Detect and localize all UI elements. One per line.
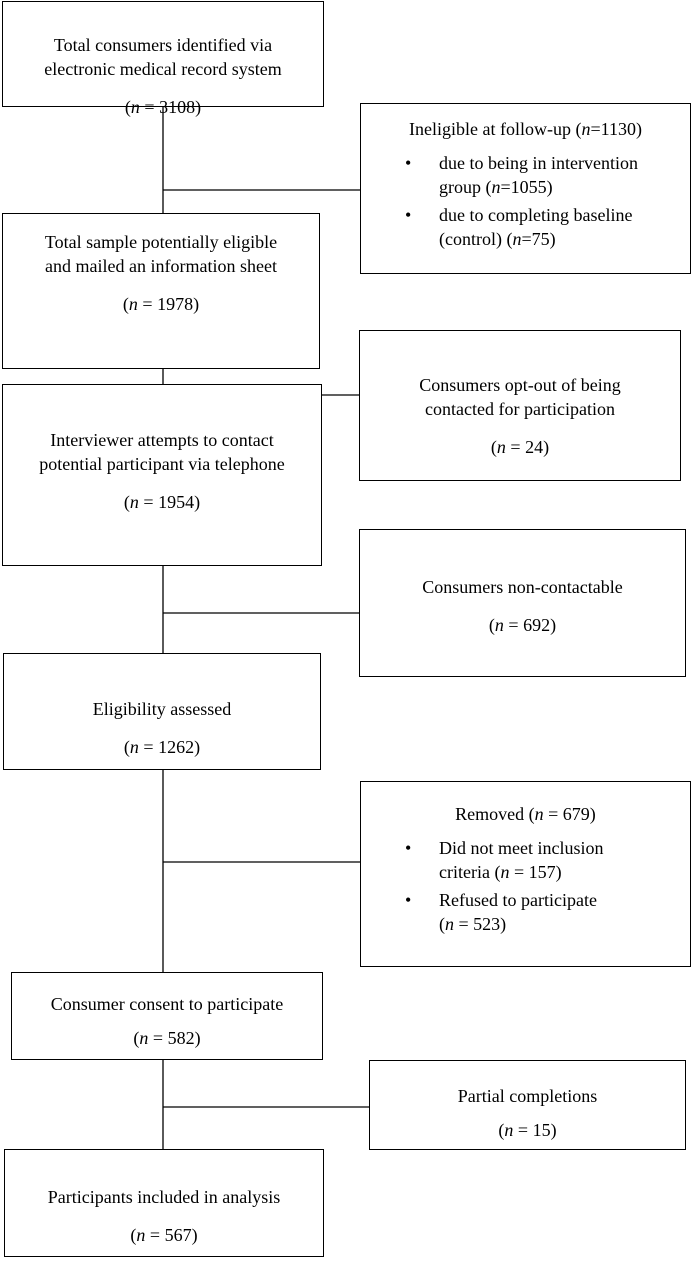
box-text: Consumer consent to participate [50,994,284,1014]
bullet-icon: • [405,890,412,910]
box-text: Interviewer attempts to contact [50,430,274,450]
box-total-consumers-identified: Total consumers identified via electroni… [2,1,324,117]
bullet-text: Refused to participate [439,890,597,910]
bullet-list: • due to being in intervention group (n=… [361,151,690,251]
box-count: (n = 1954) [123,492,201,512]
bullet-text: Did not meet inclusion [439,838,604,858]
box-consumer-consent: Consumer consent to participate (n = 582… [11,972,323,1060]
box-interviewer-attempts-contact: Interviewer attempts to contact potentia… [2,384,322,566]
box-count: (n = 24) [490,437,550,457]
box-count: (n = 1262) [123,737,201,757]
bullet-item: • due to being in intervention group (n=… [361,151,690,199]
bullet-text: due to completing baseline [439,205,633,225]
box-count: (n = 692) [488,615,557,635]
bullet-icon: • [405,205,412,225]
box-text: electronic medical record system [44,59,282,79]
box-text: Eligibility assessed [92,699,232,719]
box-title: Removed (n = 679) [455,804,596,824]
box-text: potential participant via telephone [39,454,285,474]
bullet-text: criteria (n = 157) [439,862,562,882]
bullet-text: due to being in intervention [439,153,638,173]
box-ineligible-at-follow-up: Ineligible at follow-up (n=1130) • due t… [360,103,691,274]
box-consumers-opt-out: Consumers opt-out of being contacted for… [359,330,681,481]
bullet-item: • Refused to participate (n = 523) [361,888,690,936]
box-eligibility-assessed: Eligibility assessed (n = 1262) [3,653,321,770]
box-text: Consumers non-contactable [422,577,623,597]
box-participants-included: Participants included in analysis (n = 5… [4,1149,324,1257]
bullet-icon: • [405,838,412,858]
bullet-item: • due to completing baseline (control) (… [361,203,690,251]
box-consumers-non-contactable: Consumers non-contactable (n = 692) [359,529,686,677]
box-count: (n = 3108) [124,97,202,117]
box-count: (n = 15) [498,1120,557,1140]
box-count: (n = 1978) [122,294,200,314]
box-text: Total consumers identified via [53,35,273,55]
box-text: Total sample potentially eligible [44,232,278,252]
bullet-item: • Did not meet inclusion criteria (n = 1… [361,836,690,884]
box-count: (n = 567) [130,1225,198,1245]
bullet-text: group (n=1055) [439,177,553,197]
box-total-sample-mailed: Total sample potentially eligible and ma… [2,213,320,369]
bullet-text: (control) (n=75) [439,229,556,249]
box-title: Ineligible at follow-up (n=1130) [409,119,642,139]
box-text: and mailed an information sheet [45,256,277,276]
bullet-icon: • [405,153,412,173]
bullet-list: • Did not meet inclusion criteria (n = 1… [361,836,690,936]
box-text: Partial completions [457,1086,598,1106]
box-count: (n = 582) [133,1028,201,1048]
box-removed: Removed (n = 679) • Did not meet inclusi… [360,781,691,967]
box-text: contacted for participation [425,399,615,419]
bullet-text: (n = 523) [439,914,507,934]
box-text: Consumers opt-out of being [419,375,621,395]
box-text: Participants included in analysis [47,1187,281,1207]
box-partial-completions: Partial completions (n = 15) [369,1060,686,1150]
